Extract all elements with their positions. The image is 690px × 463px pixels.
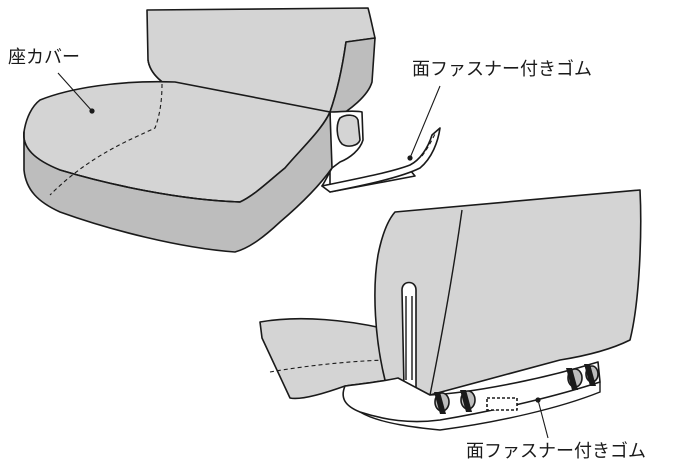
- rear-hook-loop-patch: [486, 397, 518, 411]
- label-hook-loop-elastic-bottom: 面ファスナー付きゴム: [466, 441, 646, 462]
- seat-side-knob: [336, 114, 361, 147]
- rear-elastic-bands: [434, 364, 596, 414]
- bottom-seat-figure: [259, 189, 642, 439]
- label-seat-cover: 座カバー: [8, 47, 80, 68]
- rear-hanging-strap: [401, 281, 417, 393]
- hook-loop-elastic-strap: [321, 127, 441, 193]
- top-seat-figure: [23, 7, 441, 253]
- label-hook-loop-elastic-top: 面ファスナー付きゴム: [412, 59, 592, 80]
